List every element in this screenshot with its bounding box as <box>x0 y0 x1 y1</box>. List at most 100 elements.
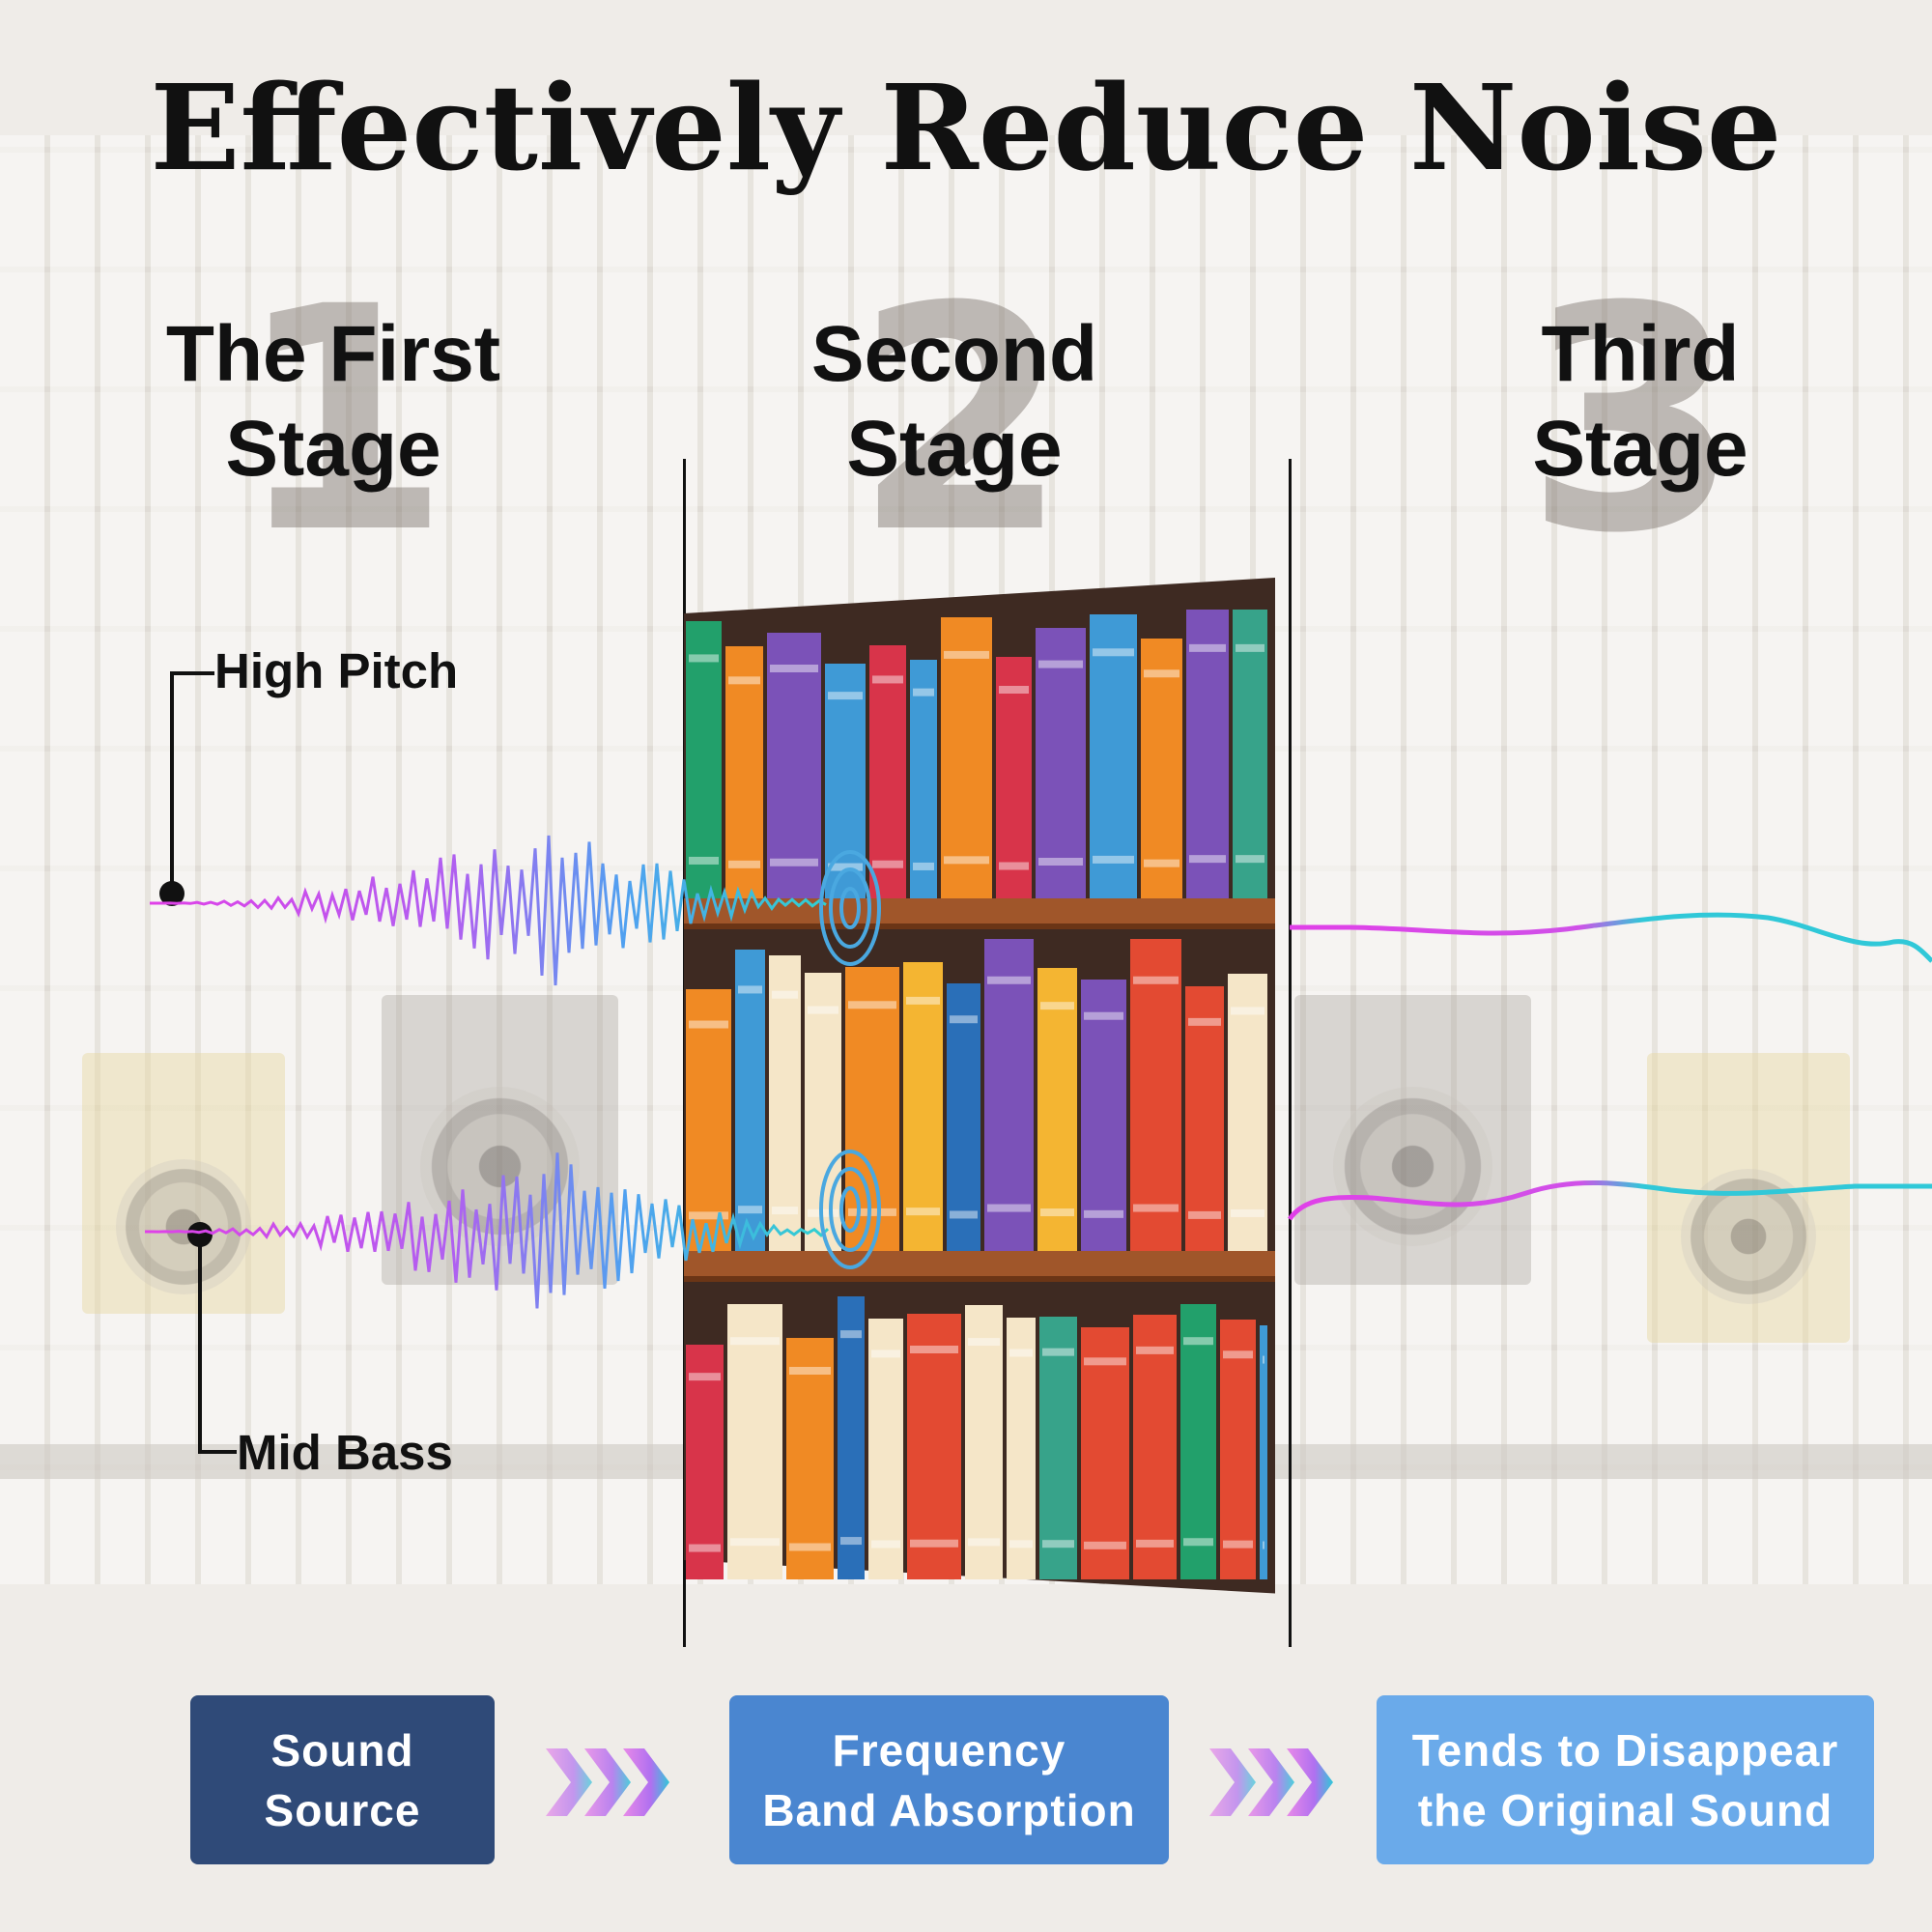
book-spine-band <box>738 985 762 994</box>
book-spine-band <box>1009 1349 1033 1357</box>
book-spine <box>1130 939 1181 1251</box>
book-spine <box>1081 1327 1129 1579</box>
book-spine-band <box>871 1350 900 1358</box>
book-spine-band <box>906 1208 940 1216</box>
book-spine <box>1233 610 1267 898</box>
book-spine <box>1090 614 1137 898</box>
book-spine-band <box>840 1330 862 1339</box>
book-spine <box>1186 610 1229 898</box>
process-step-1-line1: Sound <box>270 1724 414 1776</box>
book-spine-band <box>1144 669 1179 678</box>
book-spine-band <box>944 856 989 865</box>
book-spine-band <box>1136 1346 1174 1354</box>
mid-bass-wave <box>145 1152 830 1309</box>
book-spine <box>947 983 980 1251</box>
book-spine-band <box>1188 1017 1221 1026</box>
stage-title-2-line1: Second <box>810 310 1098 398</box>
process-step-1-line2: Source <box>264 1784 421 1835</box>
book-spine-band <box>1144 859 1179 867</box>
book-spine-band <box>999 686 1029 694</box>
book-spine-band <box>968 1338 1000 1347</box>
book-spine-band <box>1084 1011 1123 1020</box>
book-spine <box>725 646 763 898</box>
book-spine-band <box>772 1207 798 1215</box>
book-spine-band <box>1093 855 1134 864</box>
book-spine-band <box>770 665 818 672</box>
book-spine-band <box>848 1001 896 1009</box>
book-spine <box>1037 968 1077 1251</box>
book-spine-band <box>728 860 760 868</box>
book-spine-band <box>950 1015 978 1024</box>
book-spine <box>1036 628 1086 898</box>
book-spine-band <box>1133 976 1179 984</box>
process-step-sound-source: Sound Source <box>190 1695 495 1864</box>
book-spine-band <box>1189 855 1226 864</box>
book-spine-band <box>738 1206 762 1214</box>
book-spine-band <box>1040 1208 1074 1217</box>
process-step-3-line2: the Original Sound <box>1417 1784 1833 1835</box>
book-spine <box>1141 639 1182 898</box>
chevron-arrows-icon <box>1209 1748 1333 1816</box>
stage-title-2-line2: Stage <box>846 405 1063 493</box>
book-spine-band <box>828 692 863 700</box>
stage-title-3: Third Stage <box>1389 307 1891 497</box>
book-spine-band <box>728 676 760 685</box>
process-step-2-line2: Band Absorption <box>762 1784 1136 1835</box>
book-spine-band <box>689 856 719 865</box>
process-step-tends-to-disappear: Tends to Disappear the Original Sound <box>1377 1695 1874 1864</box>
book-spine-band <box>1231 1007 1264 1015</box>
book-spine <box>727 1304 782 1579</box>
book-spine <box>845 967 899 1251</box>
high-pitch-wave <box>150 835 827 986</box>
book-spine-band <box>910 1346 958 1353</box>
book-spine-band <box>1183 1538 1213 1547</box>
book-spine <box>869 645 906 898</box>
book-spine <box>996 657 1032 898</box>
stage-title-1-line1: The First <box>165 310 501 398</box>
book-spine-band <box>1183 1337 1213 1346</box>
book-spine-band <box>689 1211 728 1220</box>
stage-number-1: 1 <box>235 242 451 601</box>
book-spine <box>769 955 801 1251</box>
high-pitch-dot <box>159 881 185 906</box>
book-spine <box>1133 1315 1177 1579</box>
book-spine <box>984 939 1034 1251</box>
book-spine-band <box>1038 858 1083 866</box>
mid-bass-dot <box>187 1222 213 1247</box>
book-spine-band <box>772 990 798 999</box>
book-spine <box>1081 980 1126 1251</box>
book-spine-band <box>1136 1539 1174 1548</box>
absorption-ring-high-icon <box>819 850 881 966</box>
book-spine-band <box>808 1006 838 1014</box>
book-spine <box>1185 986 1224 1251</box>
book-spine-band <box>999 862 1029 870</box>
book-spine-band <box>1009 1540 1033 1548</box>
book-spine-band <box>789 1543 831 1551</box>
process-step-frequency-band-absorption: Frequency Band Absorption <box>729 1695 1169 1864</box>
stage-title-3-line1: Third <box>1541 310 1740 398</box>
book-spine-band <box>1188 1210 1221 1219</box>
book-spine <box>686 989 731 1251</box>
stage-title-3-line2: Stage <box>1532 405 1748 493</box>
book-spine-band <box>1040 1002 1074 1010</box>
book-spine <box>735 950 765 1251</box>
stage-divider-2 <box>1289 459 1292 1647</box>
book-spine-band <box>987 976 1031 984</box>
book-spine <box>786 1338 834 1579</box>
book-spine <box>686 1345 724 1579</box>
book-spine-band <box>913 688 934 696</box>
book-spine <box>868 1319 903 1579</box>
book-spine <box>838 1296 865 1579</box>
book-spine-band <box>1231 1208 1264 1217</box>
output-wave-high <box>1290 912 1932 963</box>
book-spine-band <box>1223 1350 1253 1359</box>
chevron-arrows-icon <box>546 1748 669 1816</box>
stage-title-1: The First Stage <box>82 307 584 497</box>
book-spine-band <box>944 650 989 659</box>
book-spine-band <box>1236 643 1264 652</box>
book-spine <box>686 621 722 898</box>
book-spine <box>965 1305 1003 1579</box>
book-spine-band <box>689 654 719 663</box>
book-spine-band <box>950 1210 978 1219</box>
book-spine-band <box>730 1337 780 1346</box>
